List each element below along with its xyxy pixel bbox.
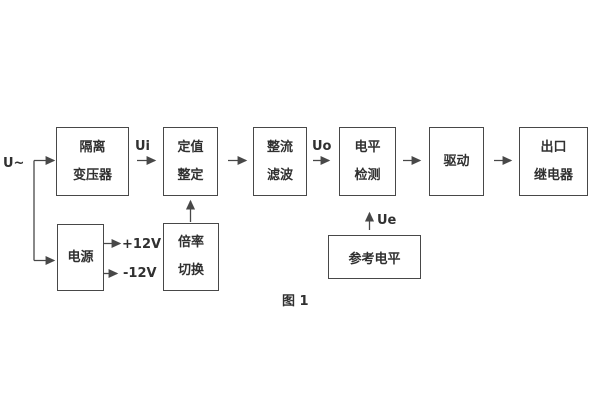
figure-caption: 图 1: [282, 294, 309, 309]
block-setting-adjust-line2: 整定: [177, 167, 204, 183]
block-rectify-filter-line1: 整流: [266, 139, 293, 155]
block-output-relay: 出口 继电器: [519, 127, 588, 196]
block-drive: 驱动: [429, 127, 484, 196]
signal-label-plus12v: +12V: [122, 237, 162, 252]
block-level-detect-line1: 电平: [354, 139, 381, 155]
block-rectify-filter: 整流 滤波: [253, 127, 307, 196]
block-isolation-transformer-line1: 隔离: [79, 139, 106, 155]
block-drive-line1: 驱动: [443, 153, 470, 169]
block-setting-adjust-line1: 定值: [177, 139, 204, 155]
block-level-detect: 电平 检测: [339, 127, 396, 196]
block-reference-level-line1: 参考电平: [348, 251, 401, 267]
block-setting-adjust: 定值 整定: [163, 127, 218, 196]
block-ratio-switch: 倍率 切换: [163, 223, 219, 291]
block-rectify-filter-line2: 滤波: [266, 167, 293, 183]
signal-label-input-voltage: U~: [3, 156, 25, 171]
signal-label-ue: Ue: [377, 213, 397, 228]
block-reference-level: 参考电平: [328, 235, 421, 279]
block-output-relay-line1: 出口: [540, 139, 567, 155]
block-isolation-transformer-line2: 变压器: [72, 167, 112, 183]
signal-label-ui: Ui: [135, 139, 151, 154]
signal-label-uo: Uo: [312, 139, 332, 154]
block-isolation-transformer: 隔离 变压器: [56, 127, 129, 196]
block-level-detect-line2: 检测: [354, 167, 381, 183]
block-power-supply-line1: 电源: [67, 249, 94, 265]
block-output-relay-line2: 继电器: [533, 167, 573, 183]
block-ratio-switch-line2: 切换: [177, 263, 204, 278]
block-ratio-switch-line1: 倍率: [177, 235, 204, 250]
block-power-supply: 电源: [57, 224, 104, 291]
signal-label-minus12v: -12V: [123, 266, 157, 281]
